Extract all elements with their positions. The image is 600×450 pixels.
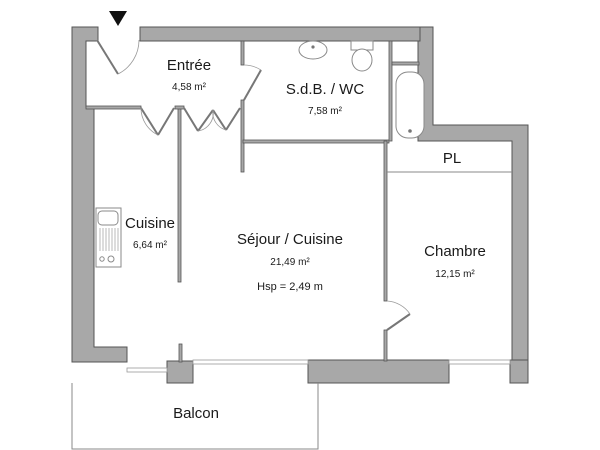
bathtub-icon [395,71,425,139]
room-area-cuisine: 6,64 m² [133,240,167,251]
room-area-entree: 4,58 m² [172,82,206,93]
ceiling-height: Hsp = 2,49 m [257,281,323,293]
room-name-cuisine: Cuisine [124,215,176,232]
interior-walls [85,40,512,362]
room-name-placard: PL [442,150,462,167]
sink-icon [298,40,328,60]
outer-walls [71,26,529,384]
entry-arrow-icon [109,11,127,26]
room-name-sejour: Séjour / Cuisine [237,231,343,248]
room-area-sejour: 21,49 m² [270,257,310,268]
room-area-chambre: 12,15 m² [435,269,475,280]
doors [96,39,411,331]
room-area-sdb-wc: 7,58 m² [308,106,342,117]
room-name-chambre: Chambre [424,243,486,260]
room-name-entree: Entrée [166,57,212,74]
windows [126,359,511,373]
toilet-bowl-icon [351,48,373,72]
room-name-sdb-wc: S.d.B. / WC [285,81,365,98]
fixtures [95,40,425,268]
balcony-outline [71,383,319,450]
room-name-balcon: Balcon [173,405,219,422]
